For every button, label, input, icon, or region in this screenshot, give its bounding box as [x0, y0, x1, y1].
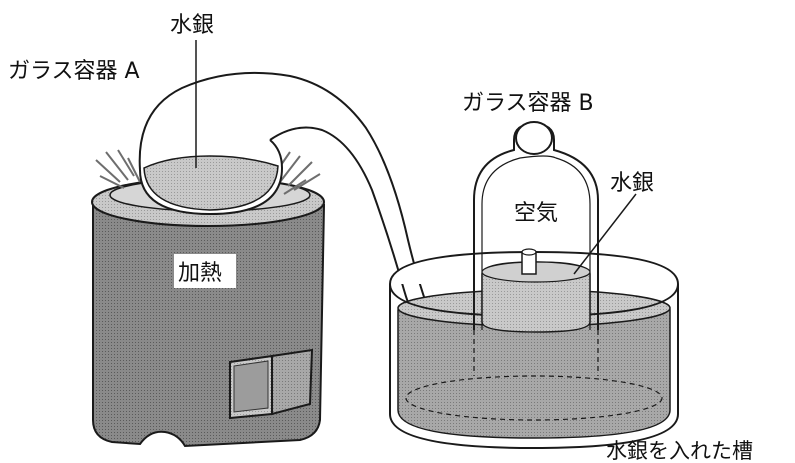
mercury-top-label: 水銀 [170, 13, 214, 38]
air-label: 空気 [514, 201, 558, 226]
bell-jar-knob [515, 121, 553, 155]
leader-mercury-right [573, 193, 637, 275]
bell-jar-submerged [473, 330, 599, 376]
trough-walls [389, 284, 679, 450]
mercury-trough [389, 250, 679, 450]
leader-lines [195, 40, 637, 275]
stove-door [229, 348, 314, 420]
container-b-label: ガラス容器 B [462, 91, 594, 116]
glass-container-b: 空気 [473, 121, 599, 376]
mercury-right-label: 水銀 [610, 171, 654, 196]
retort-dome [138, 71, 437, 331]
bell-jar-inner [481, 155, 591, 330]
air-label-bg [510, 196, 566, 226]
retort-tube-inner [269, 126, 427, 339]
heating-label: 加熱 [178, 261, 222, 286]
heating-label-bg [174, 254, 236, 288]
trough-label: 水銀を入れた槽 [606, 439, 753, 463]
trough-bottom-dashed [405, 375, 663, 421]
container-a-label: ガラス容器 A [8, 59, 140, 84]
mercury-in-retort [143, 155, 279, 211]
